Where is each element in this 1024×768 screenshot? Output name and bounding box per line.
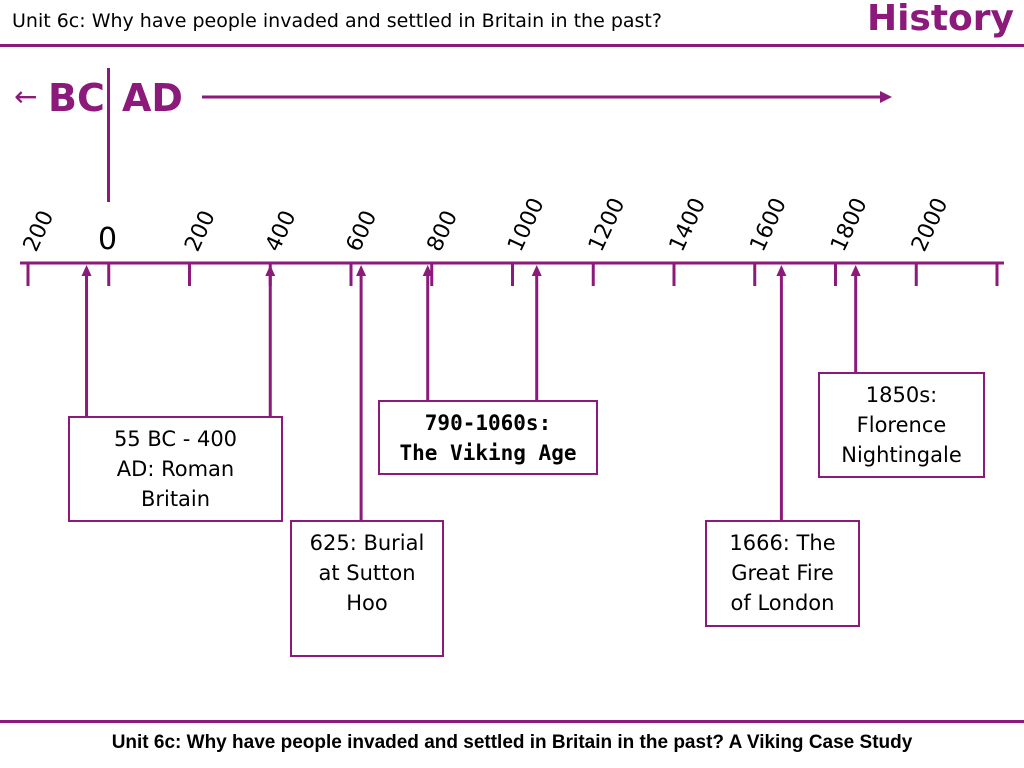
- event-pointer-arrow-icon: [356, 265, 367, 276]
- footer-divider: [0, 720, 1024, 723]
- tick-label: 1600: [746, 194, 792, 255]
- page-title: Unit 6c: Why have people invaded and set…: [12, 10, 662, 32]
- tick-label: 200: [19, 207, 59, 256]
- event-text-line: Florence: [856, 413, 947, 437]
- tick-label: 800: [423, 207, 463, 256]
- tick-label: 1800: [826, 194, 872, 255]
- event-text-line: Britain: [140, 487, 211, 511]
- era-label-ad: AD: [122, 76, 183, 120]
- event-text-line: 790-1060s:: [424, 411, 552, 435]
- event-text-line: 55 BC - 400: [113, 427, 238, 451]
- event-text-line: 1666: The: [729, 531, 836, 555]
- event-pointer-arrow-icon: [265, 265, 276, 276]
- era-label-bc: BC: [48, 76, 105, 120]
- tick-label: 400: [261, 207, 301, 256]
- event-text-line: 1850s:: [865, 383, 938, 407]
- tick-label: 200: [180, 207, 220, 256]
- footer-title: Unit 6c: Why have people invaded and set…: [111, 732, 913, 753]
- tick-label: 2000: [907, 194, 953, 255]
- event-pointer-arrow-icon: [531, 265, 542, 276]
- event-pointer-arrow-icon: [850, 265, 861, 276]
- arrow-left-icon: ←: [14, 80, 38, 113]
- event-box-viking: 790-1060s: The Viking Age: [378, 400, 598, 475]
- header-divider: [0, 44, 1024, 47]
- event-pointer-arrow-icon: [81, 265, 92, 276]
- tick-label: 1400: [665, 194, 711, 255]
- event-text-line: at Sutton: [318, 561, 416, 585]
- event-pointer-arrow-icon: [422, 265, 433, 276]
- zero-label: 0: [98, 222, 118, 257]
- tick-label: 600: [342, 207, 382, 256]
- event-text-line: Nightingale: [841, 443, 962, 467]
- event-text-line: 625: Burial: [309, 531, 425, 555]
- event-pointer-arrow-icon: [776, 265, 787, 276]
- subject-logo: History: [866, 0, 1014, 39]
- event-text-line: The Viking Age: [399, 441, 577, 465]
- tick-label: 1000: [503, 194, 549, 255]
- tick-label: 1200: [584, 194, 630, 255]
- era-divider: [107, 68, 110, 202]
- ad-arrow-head-icon: [880, 91, 892, 103]
- event-text-line: AD: Roman: [116, 457, 235, 481]
- event-text-line: Great Fire: [731, 561, 834, 585]
- event-text-line: Hoo: [346, 591, 388, 615]
- event-text-line: of London: [730, 591, 835, 615]
